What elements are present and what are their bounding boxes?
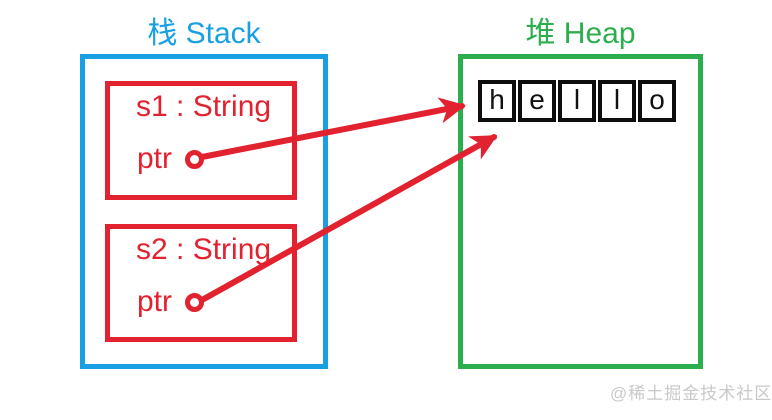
- stack-frame-s2: s2 : String ptr: [105, 224, 297, 342]
- watermark-text: @稀土掘金技术社区: [610, 384, 772, 403]
- frame-s1-ptr-row: ptr: [137, 140, 205, 178]
- heap-cell-0: h: [478, 80, 516, 122]
- heap-cell-1: e: [518, 80, 556, 122]
- frame-s2-ptr-origin-circle: [185, 292, 205, 312]
- heap-string-cells: h e l l o: [478, 80, 676, 122]
- heap-region-title: 堆 Heap: [525, 17, 636, 50]
- stack-region-title: 栈 Stack: [147, 17, 261, 50]
- frame-s1-ptr-label: ptr: [137, 142, 173, 175]
- frame-s2-ptr-label: ptr: [137, 285, 173, 318]
- heap-cell-2: l: [558, 80, 596, 122]
- frame-s1-ptr-origin-circle: [185, 149, 205, 169]
- frame-s2-name-label: s2 : String: [136, 233, 272, 266]
- heap-cell-3: l: [598, 80, 636, 122]
- frame-s2-ptr-row: ptr: [137, 283, 205, 321]
- frame-s1-name-label: s1 : String: [136, 90, 272, 123]
- stack-frame-s1: s1 : String ptr: [105, 81, 297, 200]
- heap-cell-4: o: [638, 80, 676, 122]
